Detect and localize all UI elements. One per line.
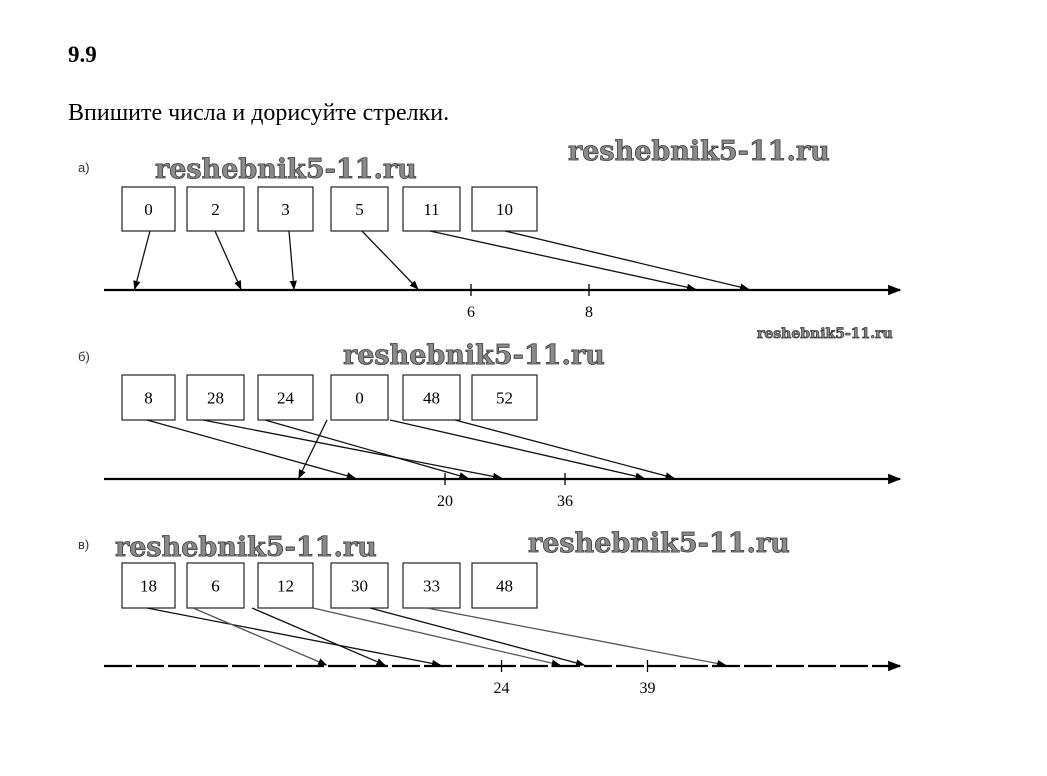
number-box <box>257 374 314 421</box>
exercise-instruction: Впишите числа и дорисуйте стрелки. <box>68 100 450 126</box>
pointer-arrow <box>389 419 645 480</box>
number-box-value: 2 <box>211 200 220 219</box>
pointer-arrow <box>251 607 386 666</box>
number-box <box>471 562 538 609</box>
number-box-value: 8 <box>144 389 153 408</box>
number-box-value: 24 <box>277 389 295 408</box>
number-box <box>402 562 461 609</box>
number-box-value: 18 <box>140 577 157 596</box>
pointer-arrow <box>298 419 328 479</box>
number-box <box>186 562 245 609</box>
axis-tick-label: 36 <box>557 493 573 510</box>
number-box-value: 48 <box>496 577 513 596</box>
exercise-number: 9.9 <box>68 42 97 67</box>
pointer-arrow <box>454 419 675 480</box>
number-box-value: 5 <box>355 200 364 219</box>
number-box-value: 33 <box>423 577 440 596</box>
number-box-value: 52 <box>496 389 513 408</box>
pointer-arrow <box>288 230 297 290</box>
watermark: reshebnik5-11.ru <box>115 532 377 563</box>
number-box <box>257 186 314 232</box>
pointer-arrow <box>504 230 750 291</box>
pointer-arrow <box>426 607 727 668</box>
number-box <box>186 374 245 421</box>
pointer-arrow <box>192 607 328 666</box>
axis-tick-label: 20 <box>437 493 453 510</box>
axis-tick-label: 8 <box>585 304 593 321</box>
pointer-arrow <box>369 607 586 667</box>
number-box <box>402 374 461 421</box>
watermark: reshebnik5-11.ru <box>343 340 605 371</box>
part-label: а) <box>78 160 90 175</box>
number-box-value: 48 <box>423 389 440 408</box>
number-box-value: 3 <box>281 200 290 219</box>
pointer-arrow <box>429 230 697 291</box>
pointer-arrow <box>312 607 561 667</box>
number-box <box>471 186 538 232</box>
number-box <box>330 186 389 232</box>
part-label: б) <box>78 349 90 364</box>
pointer-arrow <box>361 230 419 290</box>
pointer-arrow <box>214 230 242 290</box>
number-box-value: 0 <box>144 200 153 219</box>
number-box <box>257 562 314 609</box>
pointer-arrow <box>146 419 356 480</box>
axis-tick-label: 24 <box>494 680 510 697</box>
watermark: reshebnik5-11.ru <box>757 326 893 342</box>
number-box-value: 30 <box>351 577 368 596</box>
part-label: в) <box>78 537 89 552</box>
watermark: reshebnik5-11.ru <box>528 528 790 559</box>
number-box <box>330 562 389 609</box>
pointer-arrow <box>133 230 151 290</box>
watermark: reshebnik5-11.ru <box>155 154 417 185</box>
number-box <box>471 374 538 421</box>
number-box-value: 12 <box>277 577 294 596</box>
number-box <box>330 374 389 421</box>
pointer-arrow <box>202 419 503 481</box>
number-box-value: 28 <box>207 389 224 408</box>
number-box <box>121 374 176 421</box>
number-box-value: 10 <box>496 200 513 219</box>
number-box <box>121 186 176 232</box>
number-box <box>121 562 176 609</box>
watermark: reshebnik5-11.ru <box>568 136 830 167</box>
pointer-arrow <box>146 607 442 668</box>
pointer-arrow <box>264 419 469 480</box>
axis-tick-label: 39 <box>639 680 655 697</box>
axis-tick-label: 6 <box>467 304 475 321</box>
number-box-value: 0 <box>355 389 364 408</box>
number-box-value: 11 <box>423 200 439 219</box>
number-box-value: 6 <box>211 577 220 596</box>
